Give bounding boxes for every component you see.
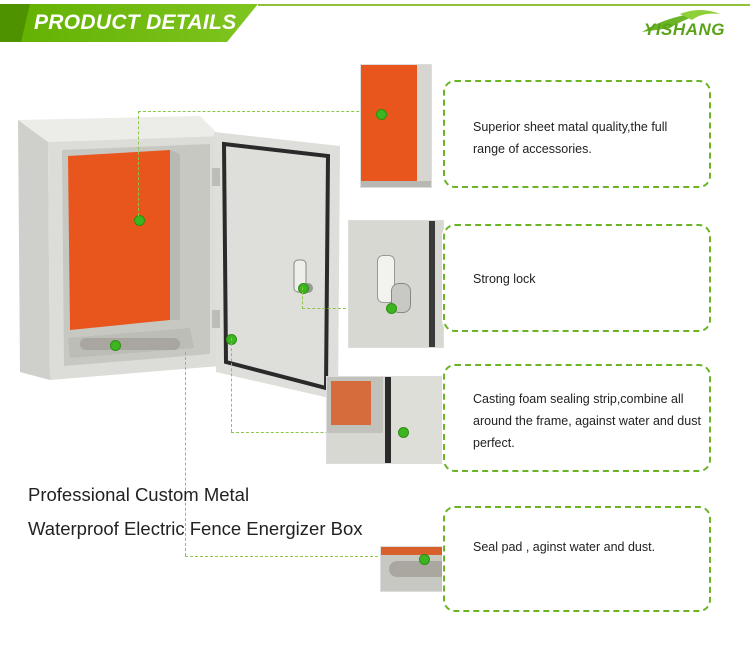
marker-dot — [376, 109, 387, 120]
cabinet-image — [18, 116, 340, 400]
page-header: PRODUCT DETAILS YISHANG — [0, 0, 750, 44]
connector-line — [138, 111, 379, 216]
header-banner — [0, 4, 258, 42]
marker-dot — [386, 303, 397, 314]
logo-swoosh-icon — [642, 10, 720, 32]
callout-box: Strong lock — [443, 224, 711, 332]
connector-line — [302, 287, 303, 309]
connector-line — [231, 338, 232, 432]
cabinet-top — [18, 116, 220, 142]
detail-thumb-lock — [348, 220, 444, 348]
marker-dot — [134, 215, 145, 226]
callout-box: Casting foam sealing strip,combine all a… — [443, 364, 711, 472]
callout-text: Seal pad , aginst water and dust. — [473, 540, 656, 554]
detail-thumb-panel — [360, 64, 432, 188]
cabinet-side — [18, 120, 50, 380]
connector-line — [185, 556, 423, 557]
marker-dot — [419, 554, 430, 565]
marker-dot — [110, 340, 121, 351]
brand-logo: YISHANG — [640, 8, 745, 44]
page-title: PRODUCT DETAILS — [34, 11, 237, 34]
detail-thumb-seal — [326, 376, 458, 464]
marker-dot — [298, 283, 309, 294]
callout-box: Superior sheet matal quality,the full ra… — [443, 80, 711, 188]
callout-box: Seal pad , aginst water and dust. — [443, 506, 711, 612]
connector-line — [231, 432, 403, 433]
marker-dot — [398, 427, 409, 438]
logo-wordmark: YISHANG — [644, 20, 725, 39]
mounting-panel — [68, 150, 170, 330]
connector-line — [302, 308, 392, 309]
callout-text: Casting foam sealing strip,combine all a… — [473, 392, 701, 450]
product-title-line1: Professional Custom Metal — [28, 484, 250, 505]
connector-line — [185, 352, 186, 556]
product-title-line2: Waterproof Electric Fence Energizer Box — [28, 518, 363, 539]
callout-text: Strong lock — [473, 272, 536, 286]
callout-text: Superior sheet matal quality,the full ra… — [473, 120, 668, 156]
header-divider — [258, 4, 750, 6]
cabinet-door — [214, 132, 340, 400]
